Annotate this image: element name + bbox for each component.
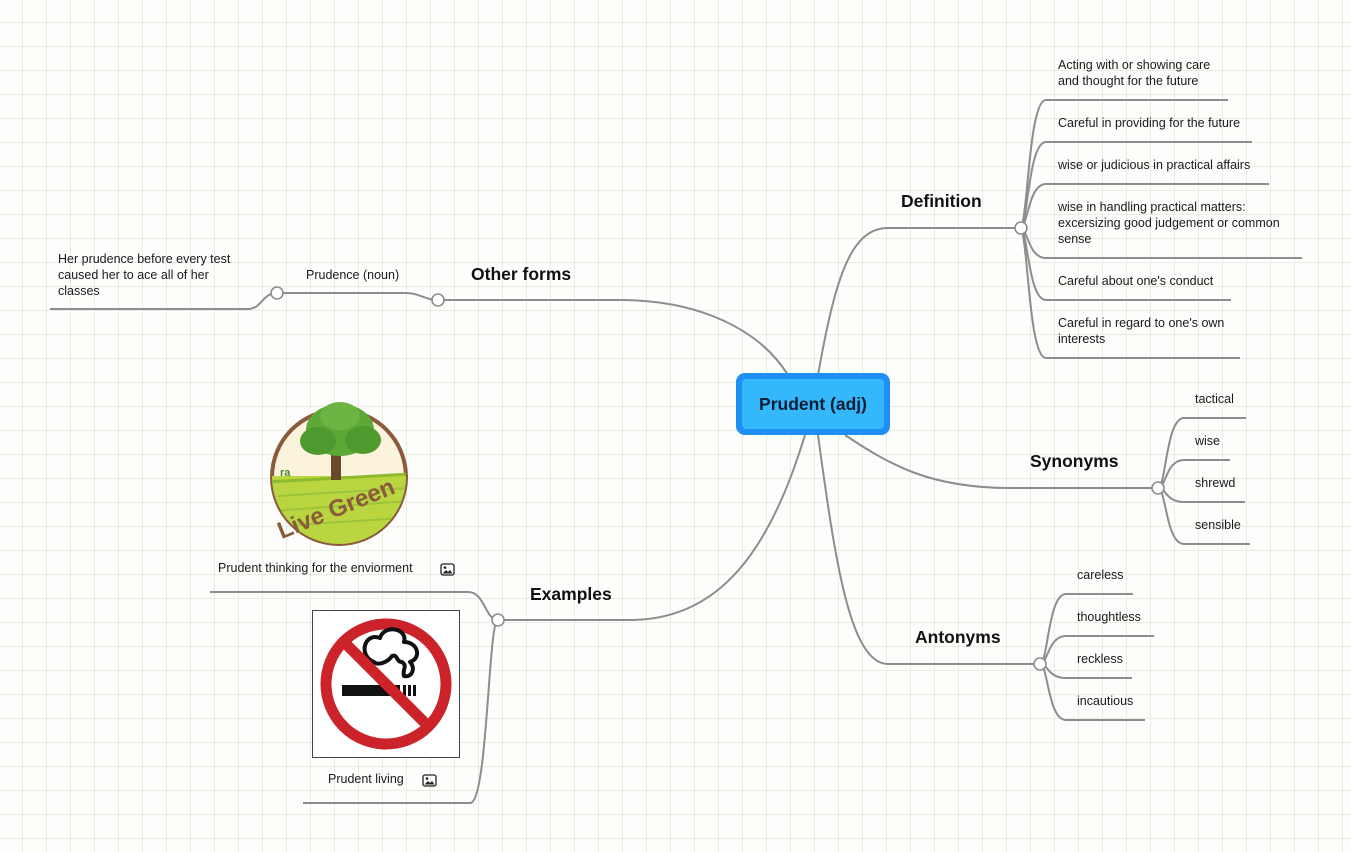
synonym-item[interactable]: wise <box>1195 434 1221 448</box>
antonym-item[interactable]: thoughtless <box>1077 610 1141 624</box>
live-green-small-text: ra <box>280 467 291 479</box>
example-item[interactable]: Prudent thinking for the enviorment <box>218 561 413 575</box>
synonym-item[interactable]: sensible <box>1195 518 1241 532</box>
definition-item[interactable]: Careful in regard to one's own interests <box>1058 316 1225 346</box>
antonym-item[interactable]: careless <box>1077 568 1124 582</box>
definition-item[interactable]: Acting with or showing care and thought … <box>1058 58 1211 88</box>
branch-definition[interactable]: Definition <box>901 191 982 211</box>
definition-item[interactable]: wise or judicious in practical affairs <box>1058 158 1251 172</box>
synonym-item[interactable]: shrewd <box>1195 476 1236 490</box>
no-smoking-sign-image[interactable] <box>312 610 460 758</box>
root-topic[interactable]: Prudent (adj) <box>736 373 890 435</box>
definition-item[interactable]: wise in handling practical matters: exce… <box>1058 200 1280 246</box>
antonym-item[interactable]: incautious <box>1077 694 1134 708</box>
synonym-item[interactable]: tactical <box>1195 392 1234 406</box>
other-form-example[interactable]: Her prudence before every test caused he… <box>58 252 231 298</box>
definition-item[interactable]: Careful about one's conduct <box>1058 274 1214 288</box>
branch-examples[interactable]: Examples <box>530 584 612 604</box>
live-green-logo-image[interactable]: ra Live Green <box>268 396 411 548</box>
image-icon[interactable] <box>422 774 437 787</box>
root-topic-label: Prudent (adj) <box>742 379 884 429</box>
branch-antonyms[interactable]: Antonyms <box>915 627 1001 647</box>
definition-item[interactable]: Careful in providing for the future <box>1058 116 1241 130</box>
example-item[interactable]: Prudent living <box>328 772 404 786</box>
branch-other-forms[interactable]: Other forms <box>471 264 572 284</box>
antonym-item[interactable]: reckless <box>1077 652 1123 666</box>
other-form-item[interactable]: Prudence (noun) <box>306 268 400 282</box>
branch-synonyms[interactable]: Synonyms <box>1030 451 1119 471</box>
image-icon[interactable] <box>440 563 455 576</box>
